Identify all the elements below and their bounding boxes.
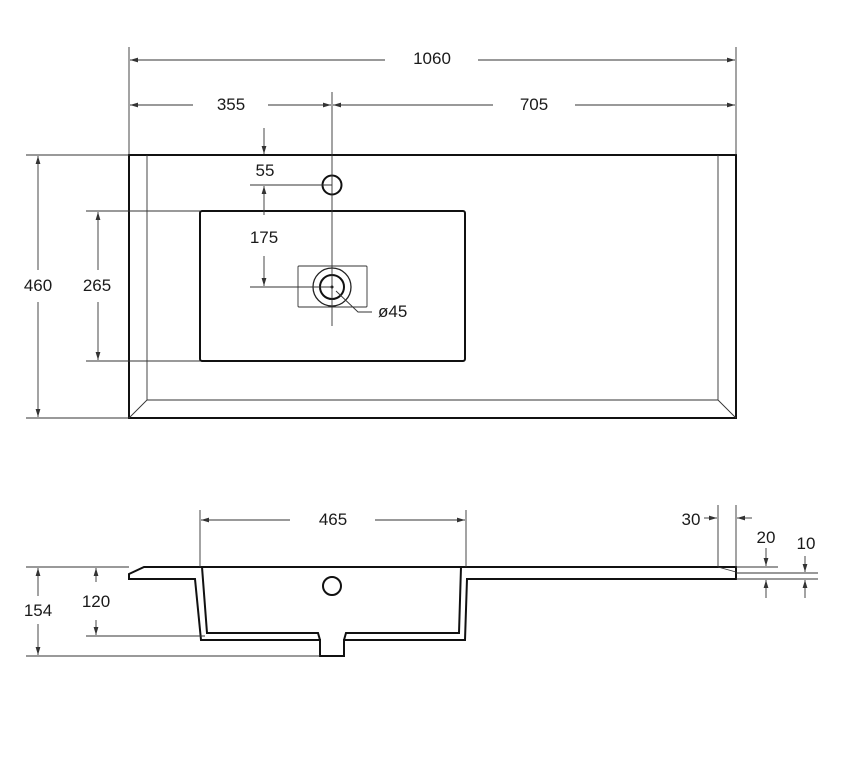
plan-view: 1060 355 705 460 265 55 175 ø45 [24,47,737,419]
bowl-outline [199,210,466,362]
dim-bowl-width: 465 [319,510,347,529]
dim-tap-hole-offset: 55 [256,161,275,180]
dim-lip-thickness: 10 [797,534,816,553]
dim-right-offset: 705 [520,95,548,114]
section-view: 465 154 120 30 20 10 [24,505,818,657]
section-outer-profile [128,566,737,657]
dim-tap-to-drain: 175 [250,228,278,247]
dim-total-height: 154 [24,601,52,620]
dim-edge-return: 30 [682,510,701,529]
dim-bowl-height: 120 [82,592,110,611]
section-tap-hole [322,576,342,596]
dim-edge-thickness: 20 [757,528,776,547]
dim-bowl-depth: 265 [83,276,111,295]
dim-overall-width: 1060 [413,49,451,68]
countertop-outline [128,154,737,419]
dim-left-offset: 355 [217,95,245,114]
section-inner-profile [201,566,462,641]
dim-drain-diameter: ø45 [378,302,407,321]
countertop-bevel [146,155,719,401]
dim-depth: 460 [24,276,52,295]
drain-plate [297,265,368,308]
